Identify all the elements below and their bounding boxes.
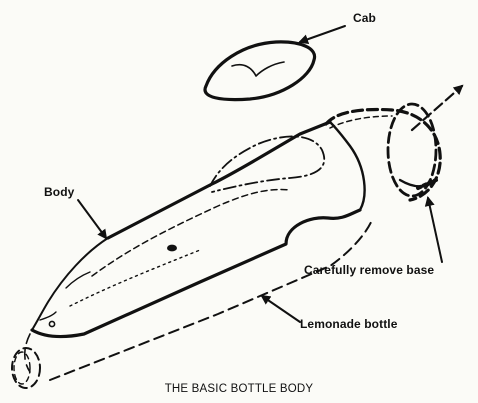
lemonade-leader-arrow bbox=[262, 296, 300, 322]
cab-label: Cab bbox=[353, 12, 376, 24]
spout-dot bbox=[49, 321, 54, 326]
lemonade-bottle-label: Lemonade bottle bbox=[300, 318, 398, 330]
paint-blot bbox=[167, 245, 177, 252]
bottle-body-outline bbox=[32, 122, 365, 337]
separation-arrow bbox=[412, 86, 462, 130]
body-leader-arrow bbox=[78, 200, 106, 238]
body-label: Body bbox=[44, 186, 74, 198]
figure-caption: THE BASIC BOTTLE BODY bbox=[0, 383, 478, 395]
remove-base-label: Carefully remove base bbox=[304, 264, 434, 276]
lemonade-bottle-outline bbox=[12, 220, 372, 388]
remove-base-leader-arrow bbox=[428, 198, 442, 262]
cab-leader-arrow bbox=[300, 26, 345, 42]
cab-shape bbox=[205, 42, 315, 100]
